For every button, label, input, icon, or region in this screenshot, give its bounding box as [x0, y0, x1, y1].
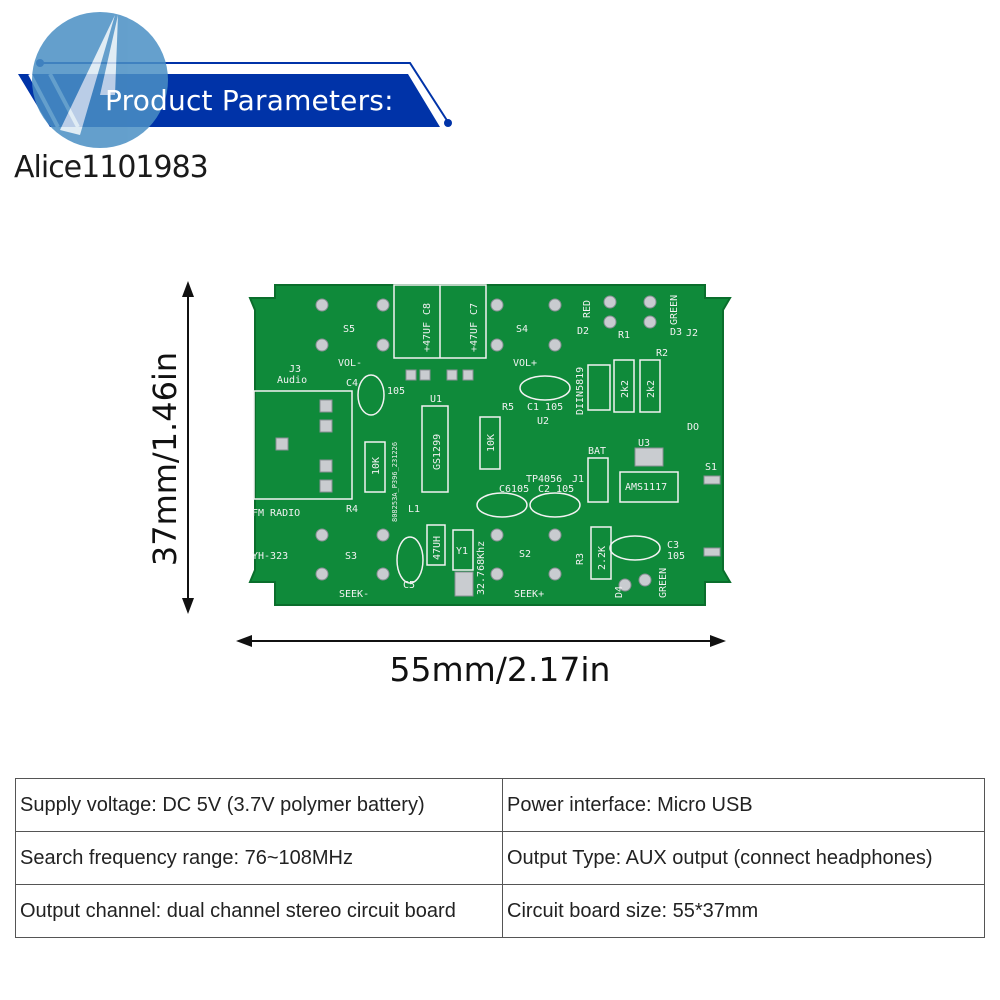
silk-c2: C2 105 — [538, 484, 574, 495]
brand-watermark: Alice1101983 — [14, 150, 209, 185]
silk-c7-val: +47UF — [469, 322, 480, 352]
silk-r2: R2 — [656, 348, 668, 359]
silk-j2: J2 — [686, 328, 698, 339]
silk-u1: U1 — [430, 394, 442, 405]
silk-y1: Y1 — [456, 546, 468, 557]
silk-c8-val: +47UF — [422, 322, 433, 352]
silk-d0: DO — [687, 422, 699, 433]
spec-output-channel: Output channel: dual channel stereo circ… — [15, 884, 503, 938]
silk-r5: R5 — [502, 402, 514, 413]
width-dimension-arrow — [236, 635, 726, 647]
silk-c1: C1 105 — [527, 402, 563, 413]
silk-c6: C6105 — [499, 484, 529, 495]
silk-r3: R3 — [575, 553, 586, 565]
silk-red: RED — [582, 300, 593, 318]
table-row: Search frequency range: 76~108MHz Output… — [15, 831, 985, 885]
silk-s4: S4 — [516, 324, 528, 335]
silk-d2: D2 — [577, 326, 589, 337]
pcb-board-image: S5 VOL- C8 +47UF C7 +47UF S4 VOL+ RED GR… — [248, 284, 732, 606]
silk-c5: C5 — [403, 580, 415, 591]
silk-r3-val: 2.2K — [597, 546, 608, 570]
silk-part-number: 808253A_P396_231226 — [391, 442, 399, 522]
silk-s3: S3 — [345, 551, 357, 562]
spec-supply-voltage: Supply voltage: DC 5V (3.7V polymer batt… — [15, 778, 503, 832]
silk-j1: J1 — [572, 474, 584, 485]
silk-s2: S2 — [519, 549, 531, 560]
silk-s5: S5 — [343, 324, 355, 335]
table-row: Supply voltage: DC 5V (3.7V polymer batt… — [15, 778, 985, 832]
spec-power-interface: Power interface: Micro USB — [502, 778, 985, 832]
silk-r4-val: 10K — [371, 457, 382, 475]
height-dimension-label: 37mm/1.46in — [146, 351, 184, 567]
spec-board-size: Circuit board size: 55*37mm — [502, 884, 985, 938]
silk-r4: R4 — [346, 504, 358, 515]
silk-r5-val: 10K — [486, 434, 497, 452]
logo-icon — [32, 12, 168, 148]
silk-r1-val: 2k2 — [620, 380, 631, 398]
silk-tp4056: TP4056 — [526, 474, 562, 485]
silk-vol-plus: VOL+ — [513, 358, 537, 369]
silk-bat: BAT — [588, 446, 606, 457]
silk-s1: S1 — [705, 462, 717, 473]
silk-ams1117: AMS1117 — [625, 482, 667, 493]
silk-c4-val: 105 — [387, 386, 405, 397]
silk-vol-minus: VOL- — [338, 358, 362, 369]
silk-xtal: 32.768Khz — [476, 541, 487, 595]
silk-c3-val: 105 — [667, 551, 685, 562]
silk-d3: D3 — [670, 327, 682, 338]
spec-frequency-range: Search frequency range: 76~108MHz — [15, 831, 503, 885]
silk-gs1299: GS1299 — [432, 434, 443, 470]
silk-r2-val: 2k2 — [646, 380, 657, 398]
silk-model: YH-323 — [252, 551, 288, 562]
silk-r1: R1 — [618, 330, 630, 341]
silk-j3: J3 — [289, 364, 301, 375]
silk-c8: C8 — [422, 303, 433, 315]
silk-l1-val: 47UH — [432, 536, 443, 560]
silk-seek-minus: SEEK- — [339, 589, 369, 600]
spec-output-type: Output Type: AUX output (connect headpho… — [502, 831, 985, 885]
spec-table: Supply voltage: DC 5V (3.7V polymer batt… — [15, 778, 985, 938]
product-parameters-banner — [18, 12, 452, 148]
width-dimension-label: 55mm/2.17in — [389, 650, 611, 689]
silk-c3: C3 — [667, 540, 679, 551]
silk-audio: Audio — [277, 375, 307, 386]
silk-fm-radio: FM RADIO — [252, 508, 300, 519]
silk-c7: C7 — [469, 303, 480, 315]
banner-title: Product Parameters: — [105, 84, 394, 117]
silk-diode: DIIN5819 — [575, 367, 586, 415]
silk-l1: L1 — [408, 504, 420, 515]
height-dimension-arrow — [182, 281, 194, 614]
silk-green-top: GREEN — [669, 295, 680, 325]
silk-u2: U2 — [537, 416, 549, 427]
silk-c4: C4 — [346, 378, 358, 389]
silk-d4: D4 — [614, 586, 625, 598]
silk-u3: U3 — [638, 438, 650, 449]
silk-seek-plus: SEEK+ — [514, 589, 544, 600]
table-row: Output channel: dual channel stereo circ… — [15, 884, 985, 938]
silk-green-bottom: GREEN — [658, 568, 669, 598]
